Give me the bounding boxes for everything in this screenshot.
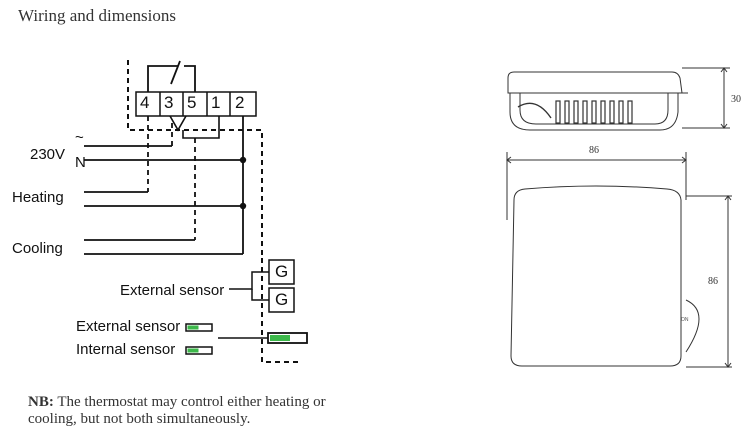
height-dimension: 86 bbox=[708, 276, 718, 287]
neutral-label: N bbox=[75, 154, 86, 171]
terminal-5: 5 bbox=[187, 93, 197, 112]
supply-voltage-label: 230V bbox=[30, 146, 66, 163]
sensor-terminal-g1-label: G bbox=[275, 262, 289, 281]
external-sensor-label: External sensor bbox=[120, 282, 225, 299]
terminal-4: 4 bbox=[140, 93, 150, 112]
note-bold: NB: bbox=[28, 394, 54, 410]
note-line-2: cooling, but not both simultaneously. bbox=[28, 411, 251, 427]
sensor-terminal-g2 bbox=[268, 287, 295, 313]
switch-internal-icon bbox=[185, 346, 213, 355]
enclosure-dashed-line bbox=[127, 60, 263, 258]
side-view bbox=[507, 67, 730, 131]
terminal-block bbox=[135, 91, 257, 117]
terminal-1: 1 bbox=[211, 93, 221, 112]
sensor-terminal-g1 bbox=[268, 259, 295, 285]
switch-external-icon bbox=[185, 323, 213, 332]
relay-contact bbox=[147, 65, 178, 92]
note: NB: The thermostat may control either he… bbox=[28, 394, 326, 428]
heating-label: Heating bbox=[12, 189, 64, 206]
note-line-1: NB: The thermostat may control either he… bbox=[28, 394, 326, 411]
live-symbol: ~ bbox=[75, 129, 84, 146]
cooling-label: Cooling bbox=[12, 240, 63, 257]
sensor-terminal-g2-label: G bbox=[275, 290, 289, 309]
note-line-1-text: The thermostat may control either heatin… bbox=[53, 394, 326, 410]
depth-dimension: 30 bbox=[731, 94, 741, 105]
page-title: Wiring and dimensions bbox=[18, 6, 176, 25]
knob-label: ON bbox=[681, 317, 689, 323]
width-dimension: 86 bbox=[589, 145, 599, 156]
terminal-2: 2 bbox=[235, 93, 245, 112]
switch-internal-label: Internal sensor bbox=[76, 341, 176, 358]
terminal-3: 3 bbox=[164, 93, 174, 112]
switch-external-label: External sensor bbox=[76, 318, 181, 335]
front-view bbox=[506, 152, 732, 368]
